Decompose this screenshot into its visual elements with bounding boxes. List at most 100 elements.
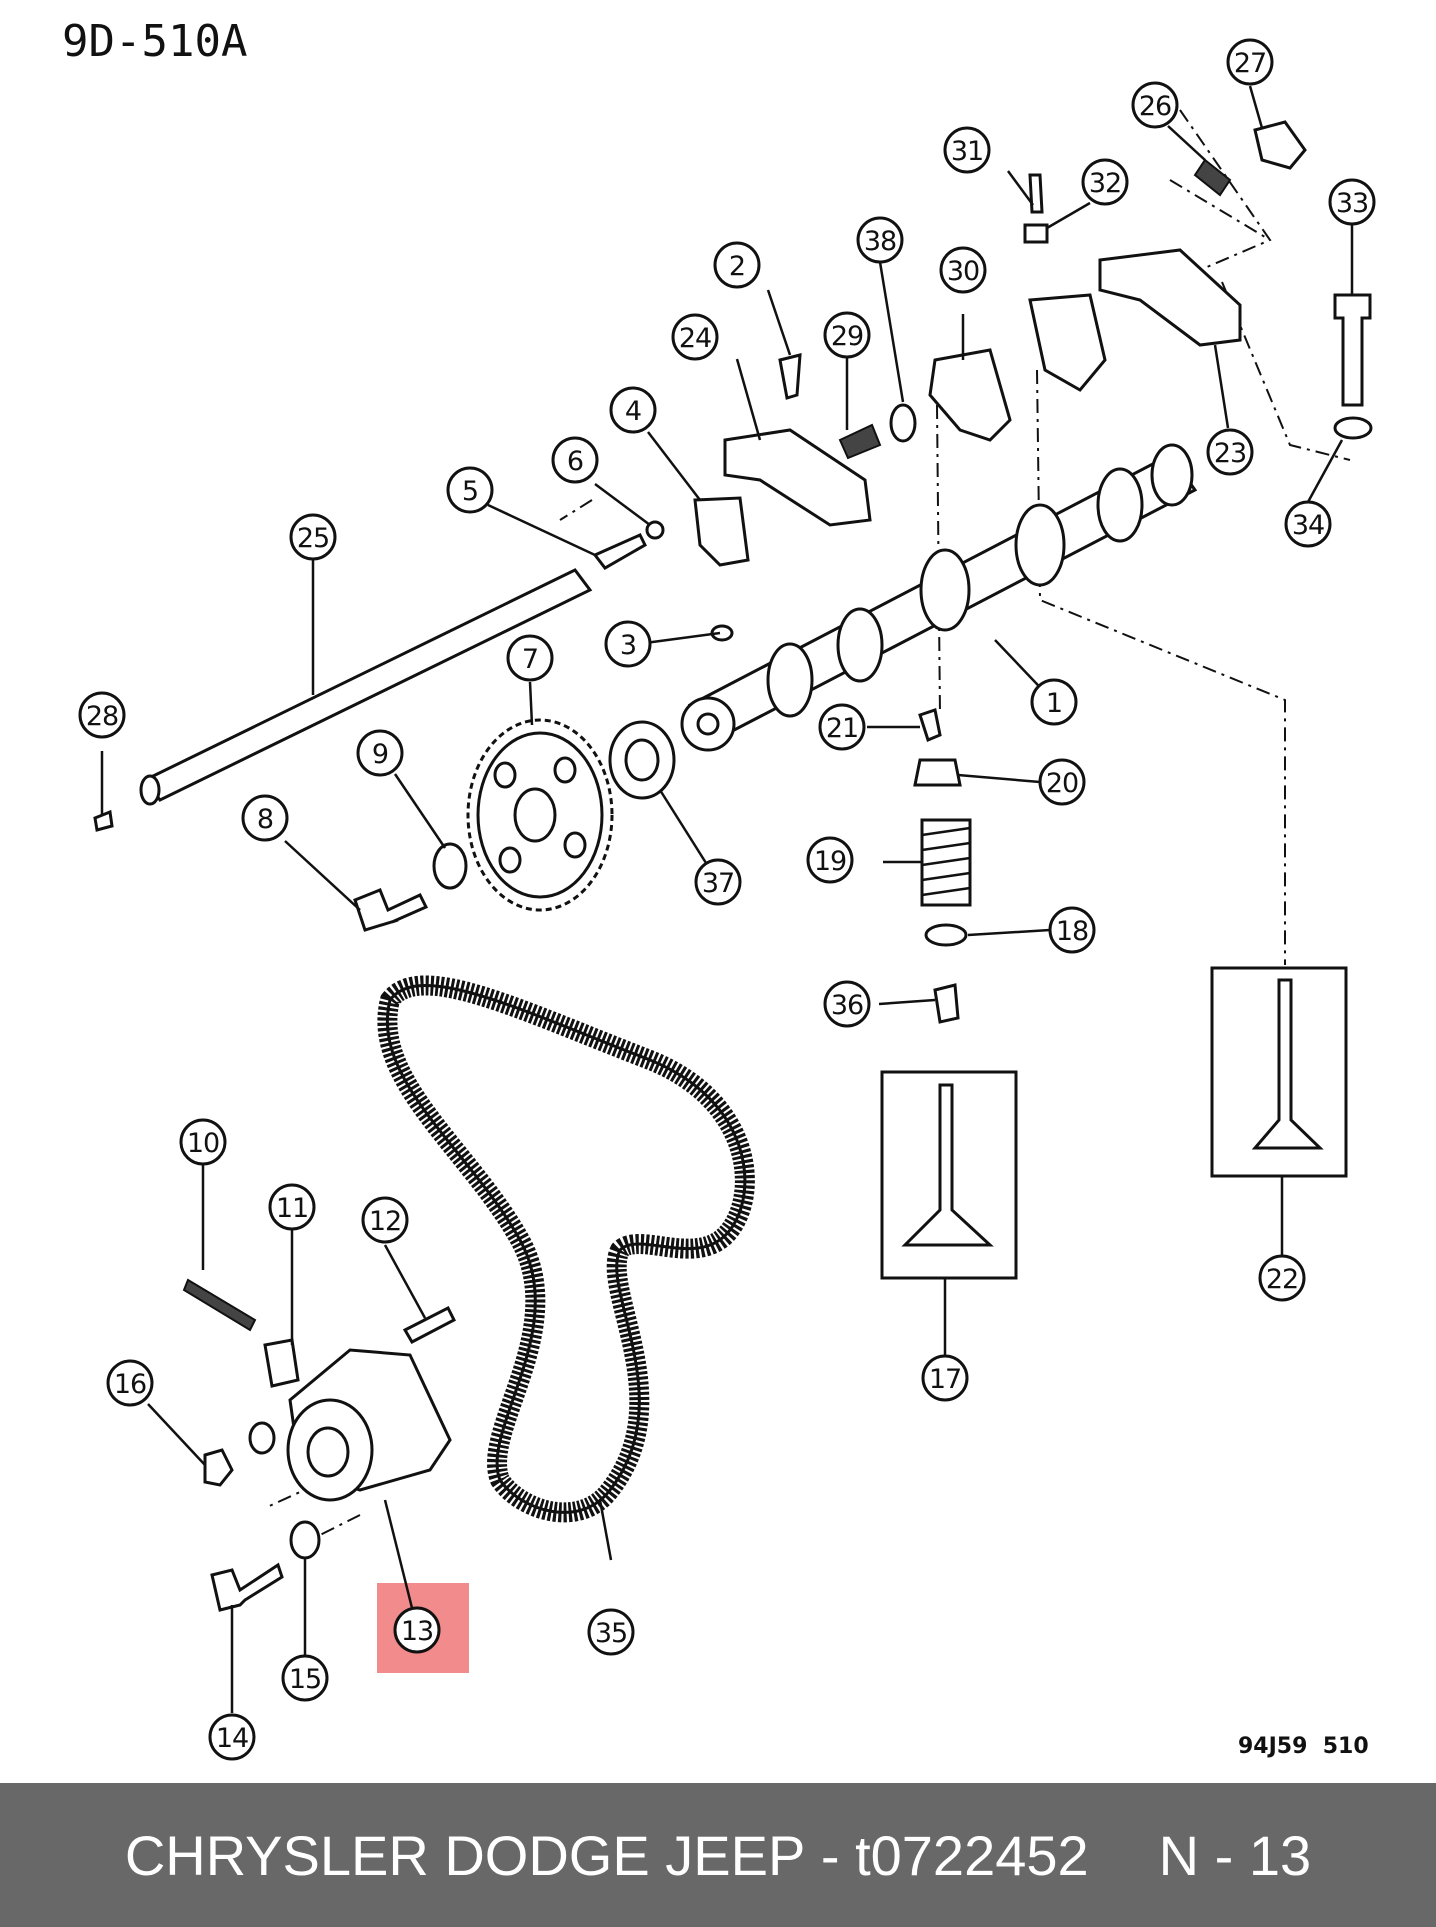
svg-text:21: 21 [826,713,858,744]
callout-19: 19 [806,836,854,884]
valve-22 [1251,978,1324,1150]
svg-text:13: 13 [401,1616,433,1647]
svg-text:37: 37 [702,868,734,899]
svg-text:11: 11 [276,1193,308,1224]
callout-10: 10 [179,1118,227,1166]
callout-2: 2 [713,241,761,289]
callout-7: 7 [506,634,554,682]
svg-text:22: 22 [1266,1264,1298,1295]
valve-box-22 [1210,966,1348,1178]
brand-separator: - [805,1823,856,1887]
callout-37: 37 [694,858,742,906]
callout-36: 36 [823,980,871,1028]
svg-text:15: 15 [289,1664,321,1695]
svg-text:23: 23 [1214,438,1246,469]
svg-text:17: 17 [929,1364,961,1395]
callout-20: 20 [1038,758,1086,806]
bracket [693,496,750,567]
svg-text:27: 27 [1234,48,1266,79]
svg-text:26: 26 [1139,91,1171,122]
svg-text:1: 1 [1046,688,1062,719]
screw-31 [1028,173,1044,214]
washer-15 [289,1520,321,1560]
diagram-reference: 94J59 510 [1238,1734,1369,1759]
tensioner-hub [306,1426,350,1478]
svg-text:3: 3 [620,630,636,661]
callout-1: 1 [1030,678,1078,726]
svg-text:5: 5 [462,476,478,507]
stud-12 [402,1305,456,1344]
svg-text:4: 4 [625,396,641,427]
washer-tensioner [248,1421,276,1455]
svg-text:34: 34 [1292,510,1324,541]
valve-spring [920,818,972,907]
callout-26: 26 [1131,81,1179,129]
svg-text:10: 10 [187,1128,219,1159]
part-number: t0722452 [855,1823,1089,1887]
washer-34 [1333,416,1373,440]
callout-17: 17 [921,1354,969,1402]
svg-text:33: 33 [1336,188,1368,219]
svg-text:32: 32 [1089,168,1121,199]
svg-text:30: 30 [947,256,979,287]
adjust-screw [778,353,802,400]
callout-31: 31 [943,126,991,174]
callout-32: 32 [1081,158,1129,206]
bolt-14 [210,1562,284,1612]
shaft-plug [93,809,114,832]
callout-27: 27 [1226,38,1274,86]
spring-seat-18 [924,923,968,947]
position-label: N - 13 [1158,1823,1312,1887]
callout-3: 3 [604,620,652,668]
svg-text:19: 19 [814,846,846,877]
callout-5: 5 [446,466,494,514]
rocker-shaft [139,568,593,806]
valve-17 [901,1083,994,1247]
svg-text:29: 29 [831,321,863,352]
spring-26 [1193,158,1232,197]
callout-9: 9 [356,729,404,777]
washer-6 [645,520,665,540]
svg-text:28: 28 [86,701,118,732]
svg-text:20: 20 [1046,768,1078,799]
callout-18: 18 [1048,906,1096,954]
callout-8: 8 [241,794,289,842]
spring-10 [182,1278,257,1332]
callout-4: 4 [609,386,657,434]
svg-text:2: 2 [729,251,745,282]
nut-32 [1023,223,1049,244]
brand-label: CHRYSLER DODGE JEEP [124,1823,806,1887]
exploded-parts-diagram: 9D-510A 94J59 510 [62,16,1376,1761]
washer-9 [432,842,468,890]
svg-text:14: 14 [216,1723,248,1754]
svg-text:9: 9 [372,739,388,770]
rocker-arm-30 [928,348,1012,442]
callout-15: 15 [281,1654,329,1702]
svg-text:35: 35 [595,1618,627,1649]
washer-38 [889,403,917,443]
valve-box-17 [880,1070,1018,1280]
callout-25: 25 [289,513,337,561]
rocker-arm-23 [1098,248,1242,347]
callout-13: 13 [393,1606,441,1654]
nut-16 [203,1448,234,1487]
callout-12: 12 [361,1196,409,1244]
callout-38: 38 [856,216,904,264]
svg-text:7: 7 [522,644,538,675]
svg-text:31: 31 [951,136,983,167]
svg-text:36: 36 [831,990,863,1021]
svg-text:6: 6 [567,446,583,477]
callout-24: 24 [671,313,719,361]
callout-33: 33 [1328,178,1376,226]
part-info-bar: CHRYSLER DODGE JEEP - t0722452 N - 13 [0,1783,1436,1927]
bolt-5 [592,533,647,570]
callout-35: 35 [587,1608,635,1656]
bolt-33 [1333,293,1372,407]
timing-belt-outline [386,984,747,1514]
camshaft-sprocket [466,718,614,912]
svg-text:16: 16 [114,1369,146,1400]
oil-seal-inner [624,738,660,782]
callout-22: 22 [1258,1254,1306,1302]
callout-14: 14 [208,1713,256,1761]
rocker-arm-24 [723,428,872,527]
